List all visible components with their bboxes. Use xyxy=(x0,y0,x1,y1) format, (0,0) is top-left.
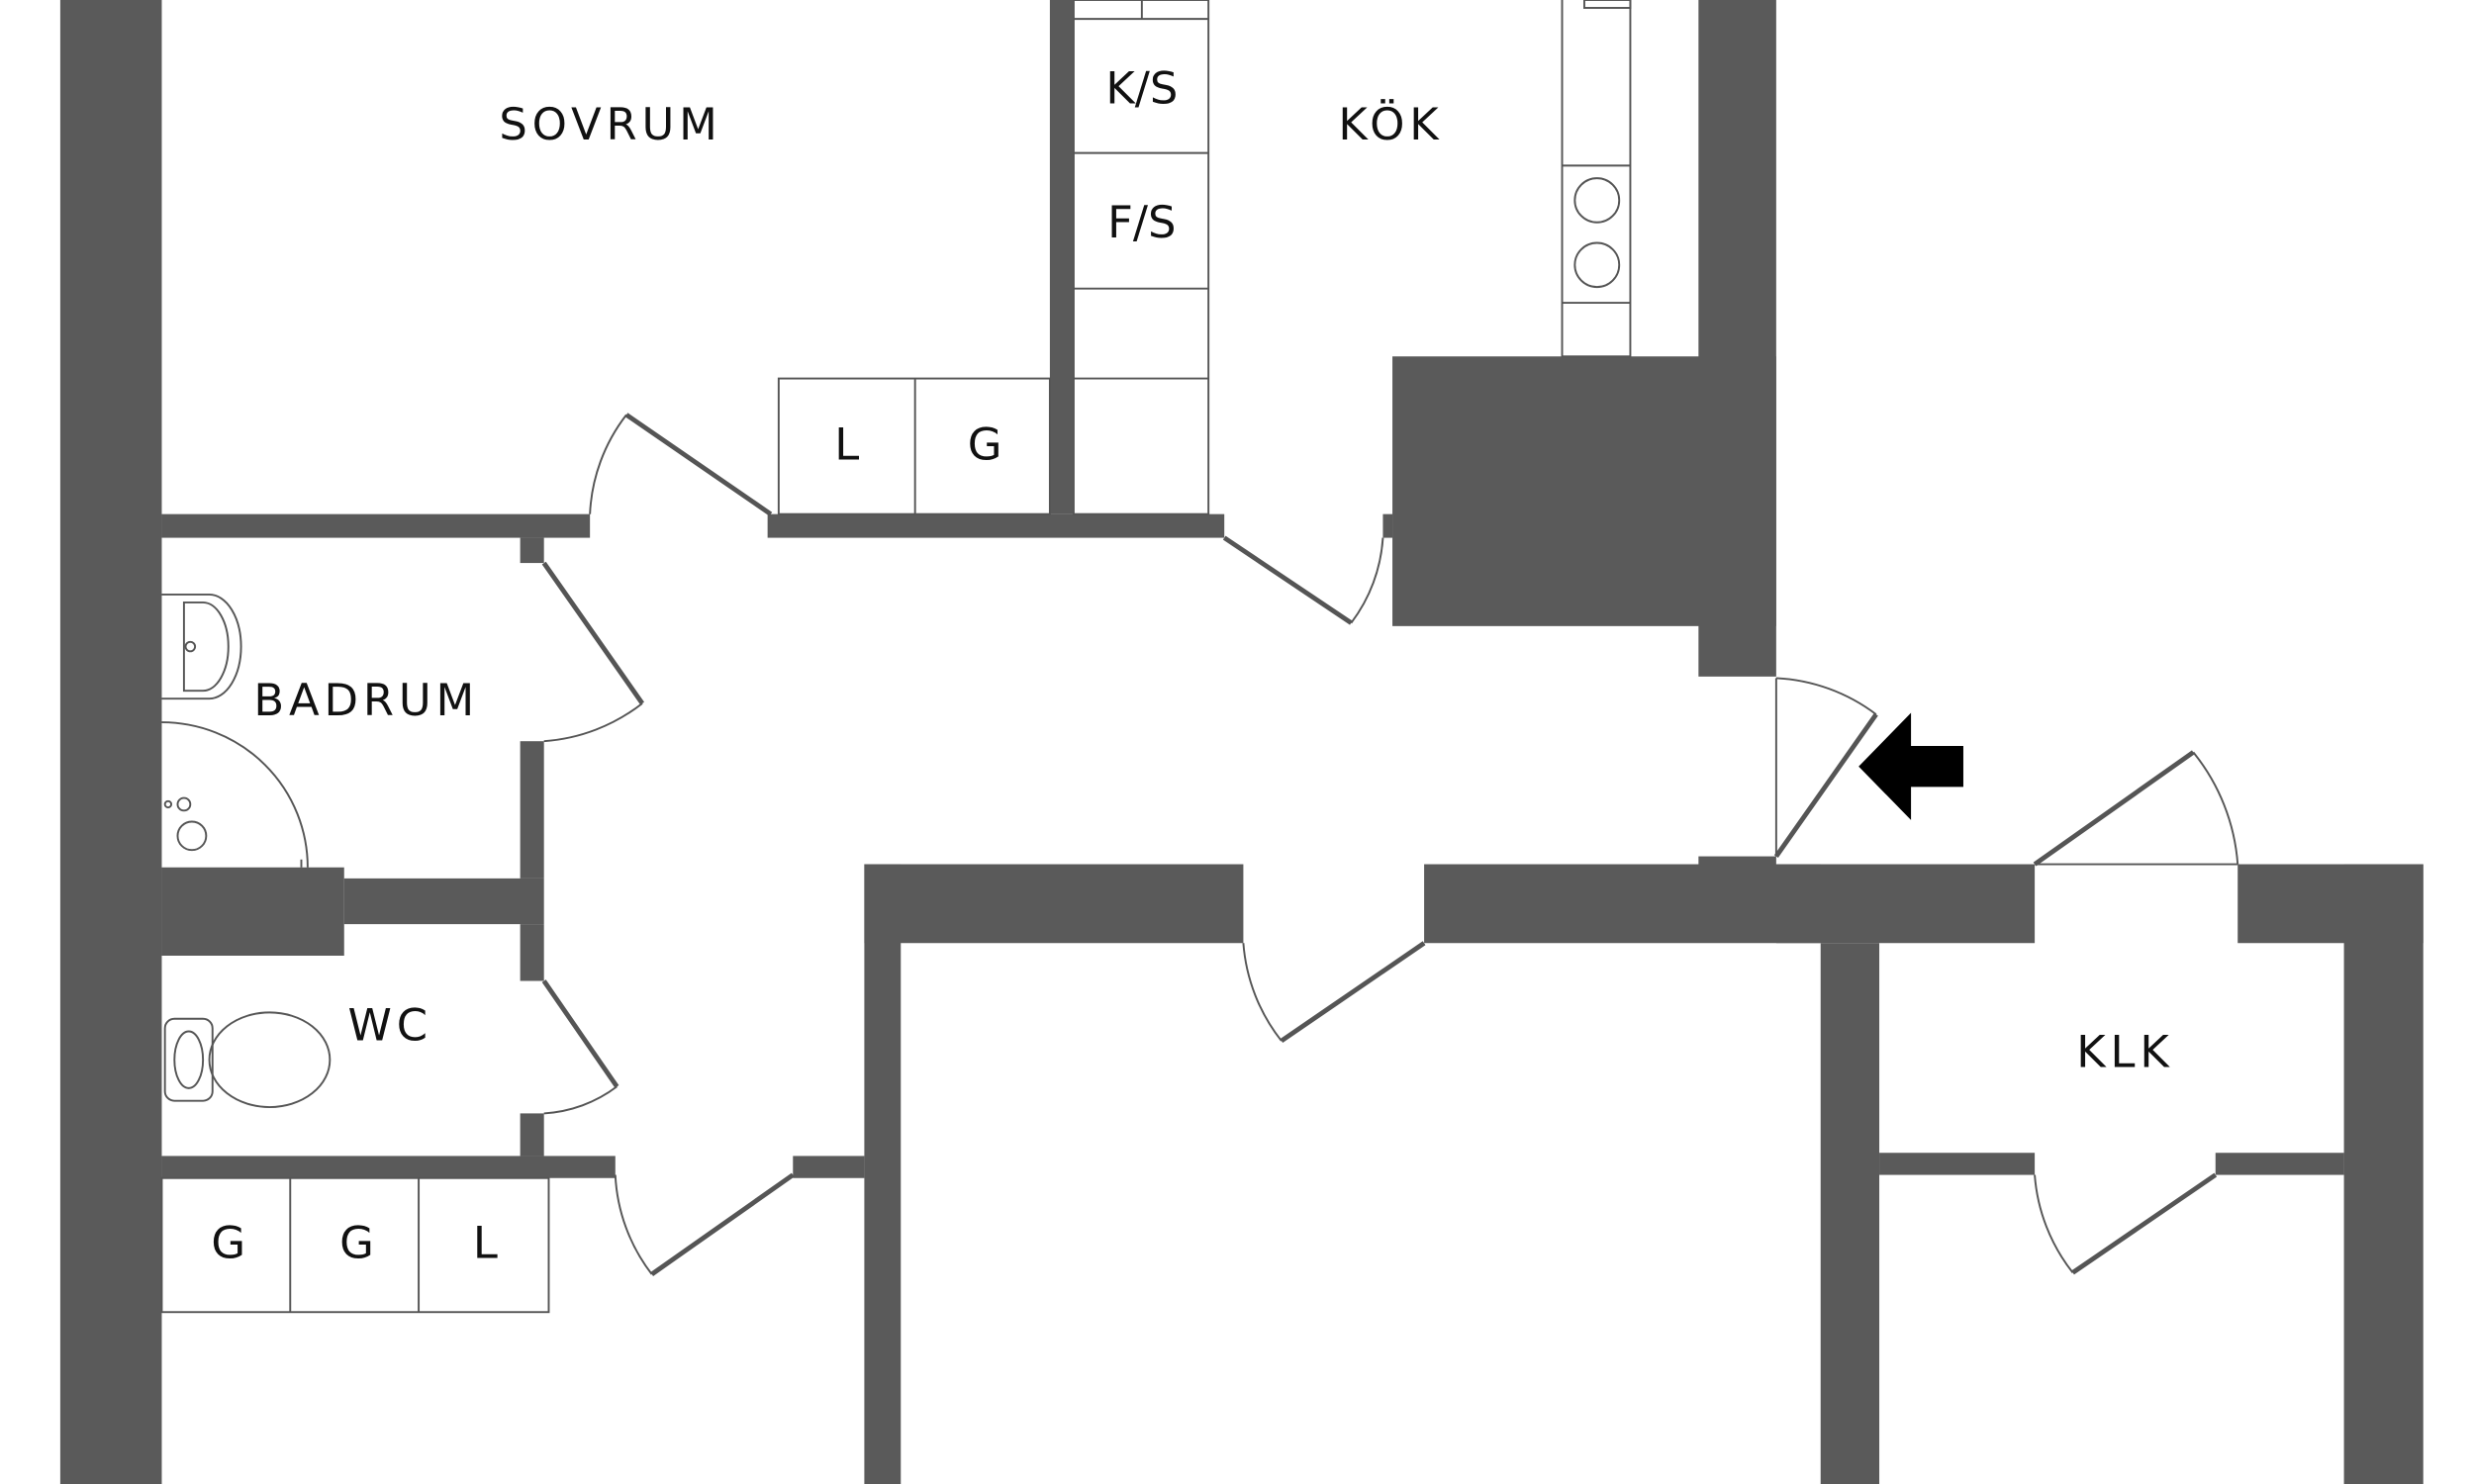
shower-icon xyxy=(161,721,309,868)
cabinet-label: G xyxy=(968,418,1002,471)
kitchen-fixtures xyxy=(1072,0,1632,515)
cabinet-label: G xyxy=(339,1216,374,1268)
cabinet-label: L xyxy=(834,418,859,471)
door-kok xyxy=(1222,535,1384,625)
walls xyxy=(59,0,2424,1484)
stove-burner-icon xyxy=(1573,177,1621,224)
arrow-left-icon xyxy=(1858,712,1963,820)
room-label-klk: KLK xyxy=(2076,1025,2173,1077)
door-entrance xyxy=(1773,677,1878,858)
cabinet-label: L xyxy=(473,1216,498,1268)
room-label-wc: WC xyxy=(348,998,432,1051)
room-label-kok: KÖK xyxy=(1338,98,1443,150)
hall-cabinets xyxy=(160,377,1051,1314)
bathroom-fixtures xyxy=(161,594,332,1108)
toilet-icon xyxy=(208,1011,332,1108)
cabinet-label: G xyxy=(211,1216,245,1268)
door-klk-inner xyxy=(2034,1172,2218,1275)
room-label-badrum: BADRUM xyxy=(253,674,479,726)
door-living-room xyxy=(1242,941,1426,1044)
sink-icon xyxy=(161,594,242,700)
door-klk-outer xyxy=(2033,750,2239,867)
doors xyxy=(541,413,2239,1276)
stove-burner-icon xyxy=(1573,241,1621,289)
room-labels: SOVRUM KÖK BADRUM WC KLK K/S F/S L G G G… xyxy=(211,62,2173,1269)
room-label-sovrum: SOVRUM xyxy=(499,98,721,150)
door-hall-closet xyxy=(614,1172,795,1276)
cabinet-label-fs: F/S xyxy=(1107,196,1176,248)
door-sovrum xyxy=(589,413,773,516)
cabinet-label-ks: K/S xyxy=(1105,62,1178,115)
door-badrum xyxy=(541,561,645,743)
door-wc xyxy=(541,979,619,1115)
